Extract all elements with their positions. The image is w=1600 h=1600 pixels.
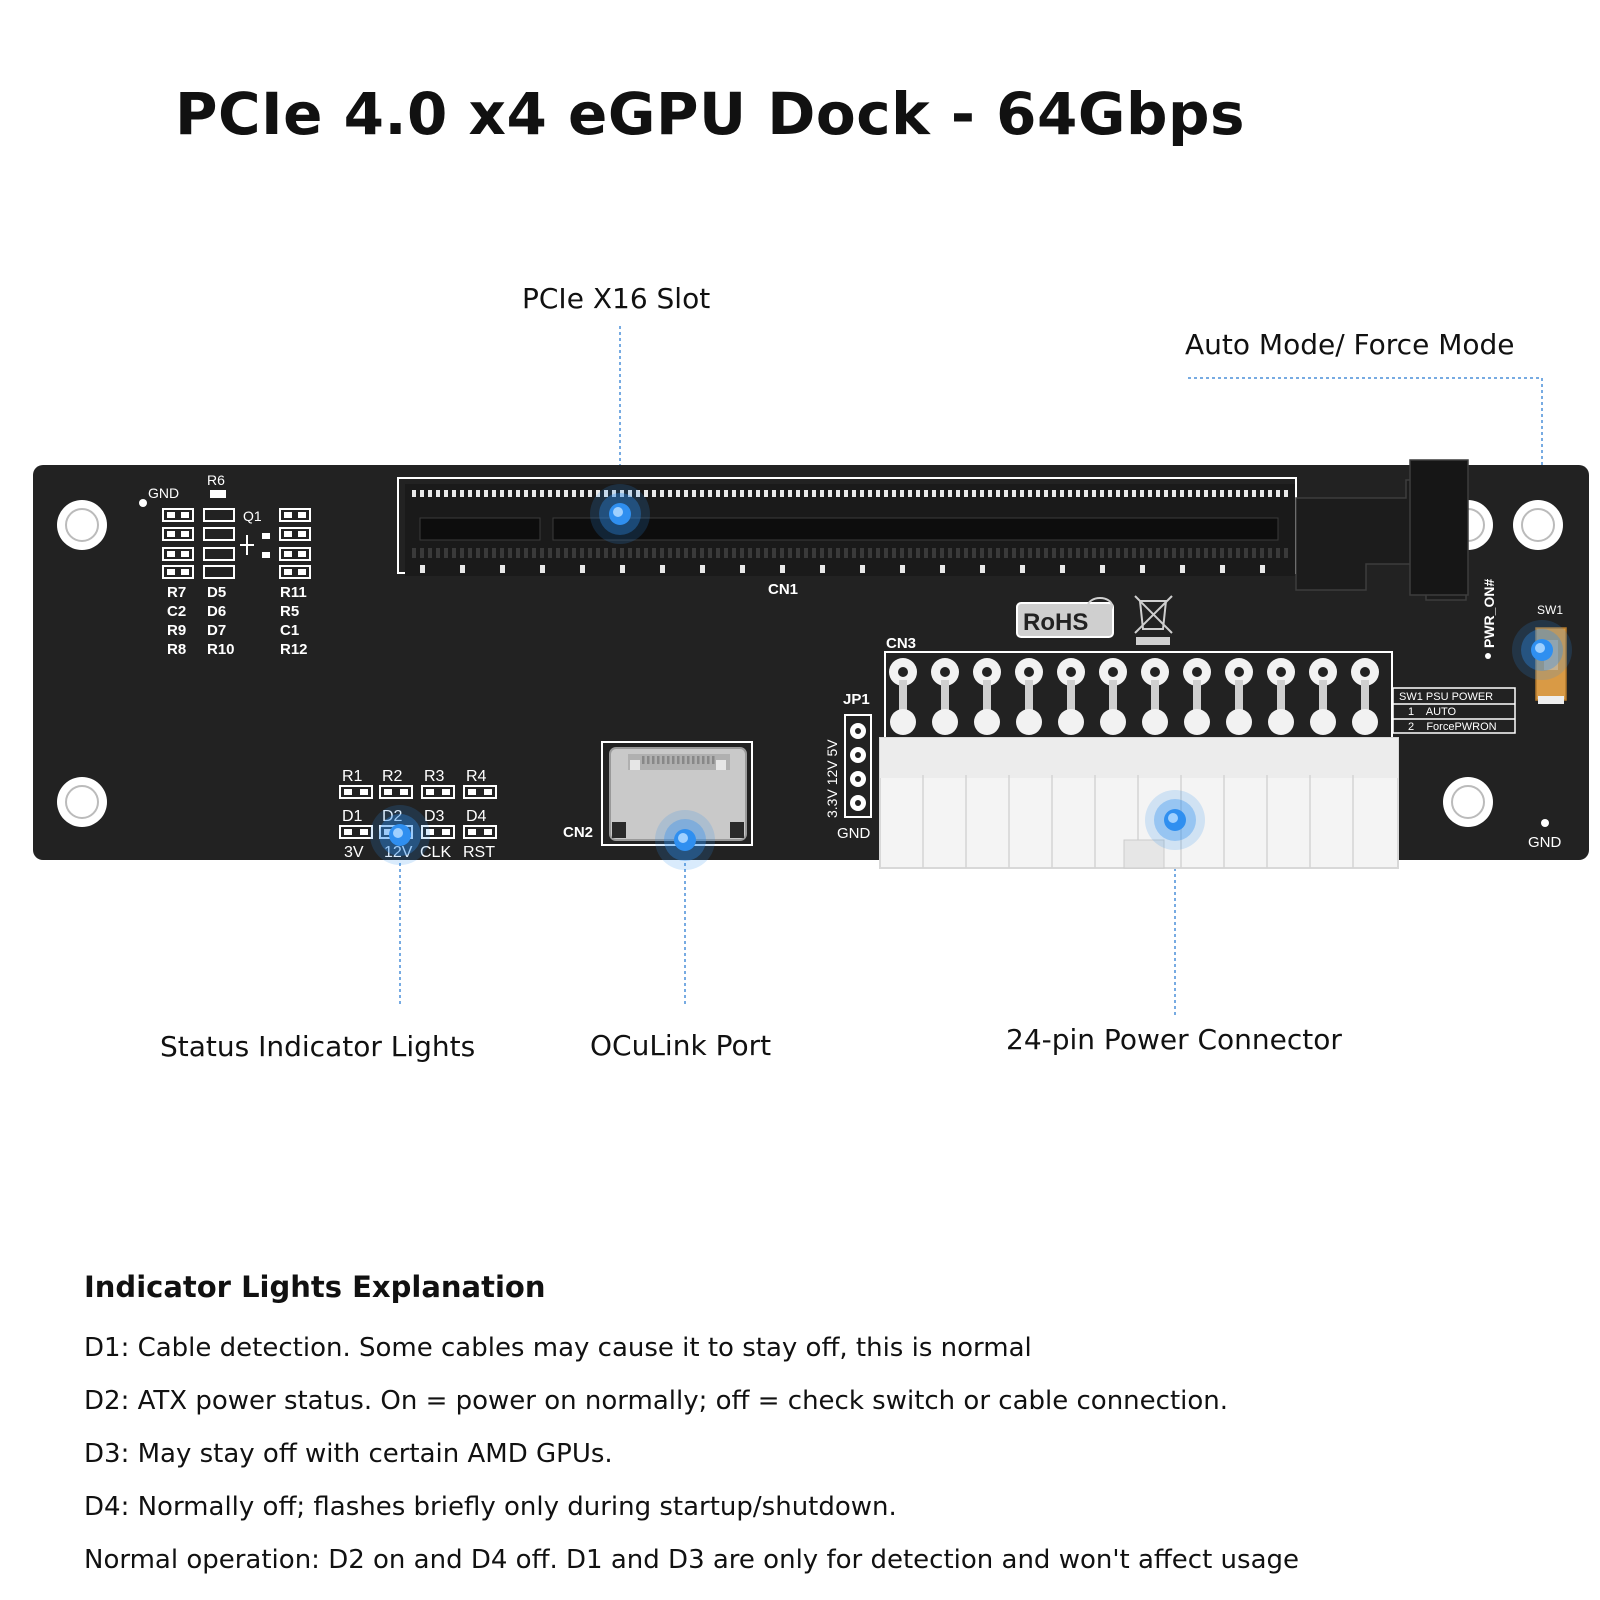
rohs-label: RoHS: [1023, 609, 1088, 636]
sw1-table-row-2: 2 ForcePWRON: [1408, 721, 1497, 733]
callout-status-lights: Status Indicator Lights: [160, 1030, 476, 1063]
silk-col3-1: R5: [280, 603, 299, 620]
explanation-line: D4: Normally off; flashes briefly only d…: [84, 1481, 1544, 1534]
atx-24pin-connector: CN3: [879, 635, 1399, 869]
sw1-table-row-0: SW1 PSU POWER: [1399, 691, 1493, 703]
highlight-markers: [370, 484, 1572, 870]
sw1-switch: PWR_ON# SW1 SW1 PSU POWER 1 AUTO 2 Force…: [1392, 579, 1567, 851]
cn3-label: CN3: [886, 635, 916, 652]
gnd-label-bottom: GND: [1528, 834, 1562, 851]
indicator-explanation: Indicator Lights Explanation D1: Cable d…: [84, 1270, 1544, 1587]
silk-col3-2: C1: [280, 622, 299, 639]
led-function-label: 3V: [344, 844, 364, 861]
q1-label: Q1: [243, 508, 262, 524]
r6-label: R6: [207, 472, 225, 488]
led-label: D3: [424, 808, 445, 825]
explanation-line: Normal operation: D2 on and D4 off. D1 a…: [84, 1534, 1544, 1587]
explanation-line: D3: May stay off with certain AMD GPUs.: [84, 1428, 1544, 1481]
explanation-key: Normal operation:: [84, 1545, 320, 1575]
sw1-table-row-1: 1 AUTO: [1408, 706, 1457, 718]
pcie-x16-slot: CN1: [397, 459, 1469, 601]
oculink-port: CN2: [563, 741, 753, 846]
led-label: D2: [382, 808, 403, 825]
smd-components: GND R6 Q1 R7 C2 R9 R8 D5 D6: [139, 472, 311, 658]
explanation-text: D2 on and D4 off. D1 and D3 are only for…: [319, 1545, 1299, 1575]
silk-col2-1: D6: [207, 603, 226, 620]
led-function-label: CLK: [420, 844, 451, 861]
explanation-key: D4:: [84, 1492, 130, 1522]
sw1-mode-table: SW1 PSU POWER 1 AUTO 2 ForcePWRON: [1392, 687, 1516, 734]
explanation-line: D1: Cable detection. Some cables may cau…: [84, 1322, 1544, 1375]
silk-col1-1: C2: [167, 603, 186, 620]
silk-col2-0: D5: [207, 584, 226, 601]
jp1-label: JP1: [843, 691, 870, 708]
resistor-label: R4: [466, 768, 487, 785]
explanation-key: D1:: [84, 1333, 130, 1363]
silk-col2-3: R10: [207, 641, 235, 658]
explanation-text: May stay off with certain AMD GPUs.: [129, 1439, 613, 1469]
explanation-key: D3:: [84, 1439, 130, 1469]
cn2-label: CN2: [563, 824, 593, 841]
silk-col2-2: D7: [207, 622, 226, 639]
atx-pins: [889, 658, 1379, 735]
explanation-line: D2: ATX power status. On = power on norm…: [84, 1375, 1544, 1428]
resistor-label: R3: [424, 768, 445, 785]
silk-col1-2: R9: [167, 622, 186, 639]
explanation-text: Cable detection. Some cables may cause i…: [129, 1333, 1032, 1363]
sw1-label: SW1: [1537, 603, 1563, 617]
resistor-label: R2: [382, 768, 403, 785]
explanation-lines: D1: Cable detection. Some cables may cau…: [84, 1322, 1544, 1587]
cn1-label: CN1: [768, 581, 798, 598]
led-function-label: RST: [463, 844, 495, 861]
silk-col3-0: R11: [280, 584, 307, 601]
weee-bin-icon: [1134, 595, 1173, 645]
silk-col1-3: R8: [167, 641, 186, 658]
resistor-label: R1: [342, 768, 363, 785]
callout-pcie-slot: PCIe X16 Slot: [522, 282, 711, 315]
gnd-label-top: GND: [148, 485, 179, 501]
pwr-on-label: PWR_ON#: [1481, 579, 1497, 648]
rohs-mark: RoHS: [1016, 597, 1114, 638]
callout-mode-switch: Auto Mode/ Force Mode: [1185, 328, 1515, 361]
led-function-label: 12V: [384, 844, 413, 861]
page-title: PCIe 4.0 x4 eGPU Dock - 64Gbps: [174, 80, 1246, 148]
callout-oculink: OCuLink Port: [590, 1029, 772, 1062]
silk-col3-3: R12: [280, 641, 308, 658]
callout-power-connector: 24-pin Power Connector: [1006, 1023, 1342, 1056]
silk-col1-0: R7: [167, 584, 186, 601]
slot-pins: [412, 490, 1288, 573]
led-label: D1: [342, 808, 363, 825]
explanation-heading: Indicator Lights Explanation: [84, 1270, 546, 1304]
explanation-key: D2:: [84, 1386, 130, 1416]
explanation-text: Normally off; flashes briefly only durin…: [129, 1492, 897, 1522]
jp1-gnd-label: GND: [837, 825, 871, 842]
explanation-text: ATX power status. On = power on normally…: [129, 1386, 1229, 1416]
jp1-pins-label: 3.3V 12V 5V: [824, 739, 840, 818]
led-label: D4: [466, 808, 487, 825]
jp1-header: JP1 3.3V 12V 5V GND: [824, 691, 872, 842]
